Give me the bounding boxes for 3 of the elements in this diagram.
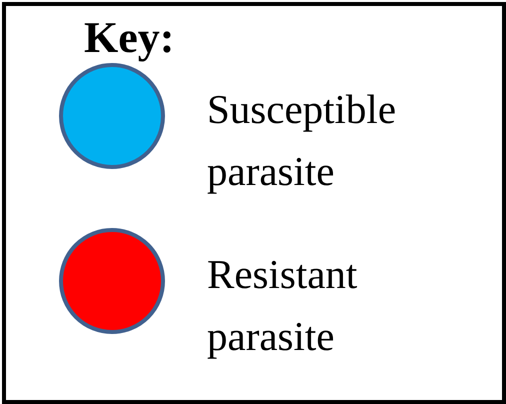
legend-label: Resistant parasite [207, 250, 358, 361]
legend-title: Key: [84, 12, 174, 63]
legend-label: Susceptible parasite [207, 85, 398, 196]
